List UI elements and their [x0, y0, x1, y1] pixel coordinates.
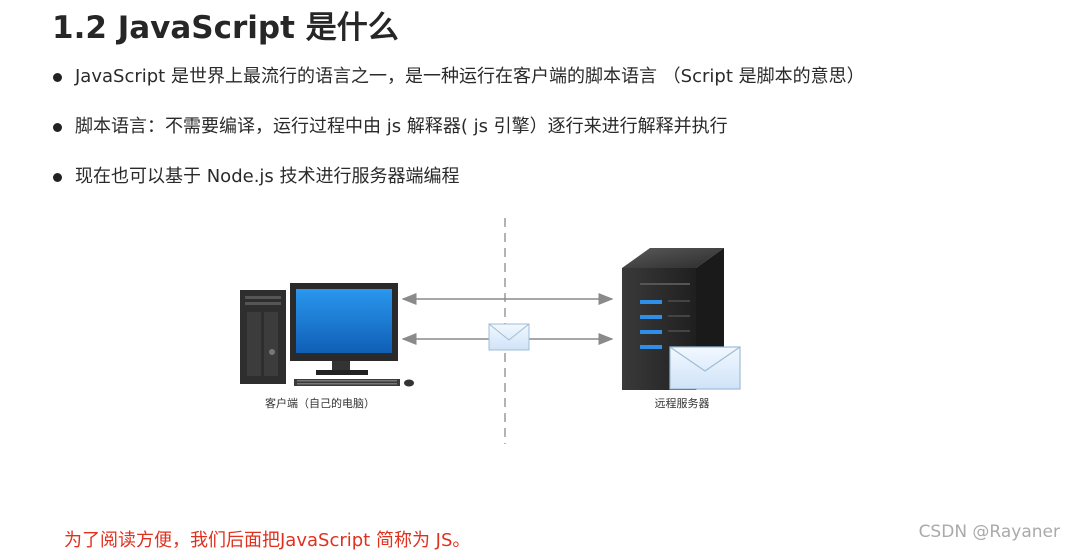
watermark: CSDN @Rayaner — [918, 522, 1060, 542]
envelope-icon — [669, 346, 741, 390]
note-text: 为了阅读方便，我们后面把JavaScript 简称为 JS。 — [64, 530, 471, 551]
client-label: 客户端（自己的电脑） — [265, 396, 375, 410]
desktop-computer-icon — [240, 283, 414, 387]
page-title: 1.2 JavaScript 是什么 — [52, 10, 399, 46]
bullet-item-3: 现在也可以基于 Node.js 技术进行服务器端编程 — [50, 162, 865, 212]
bullet-item-1: JavaScript 是世界上最流行的语言之一，是一种运行在客户端的脚本语言 （… — [50, 62, 865, 112]
envelope-icon — [488, 323, 530, 351]
bullet-list: JavaScript 是世界上最流行的语言之一，是一种运行在客户端的脚本语言 （… — [50, 62, 865, 212]
server-label: 远程服务器 — [655, 397, 710, 410]
bullet-item-2: 脚本语言：不需要编译，运行过程中由 js 解释器( js 引擎）逐行来进行解释并… — [50, 112, 865, 162]
